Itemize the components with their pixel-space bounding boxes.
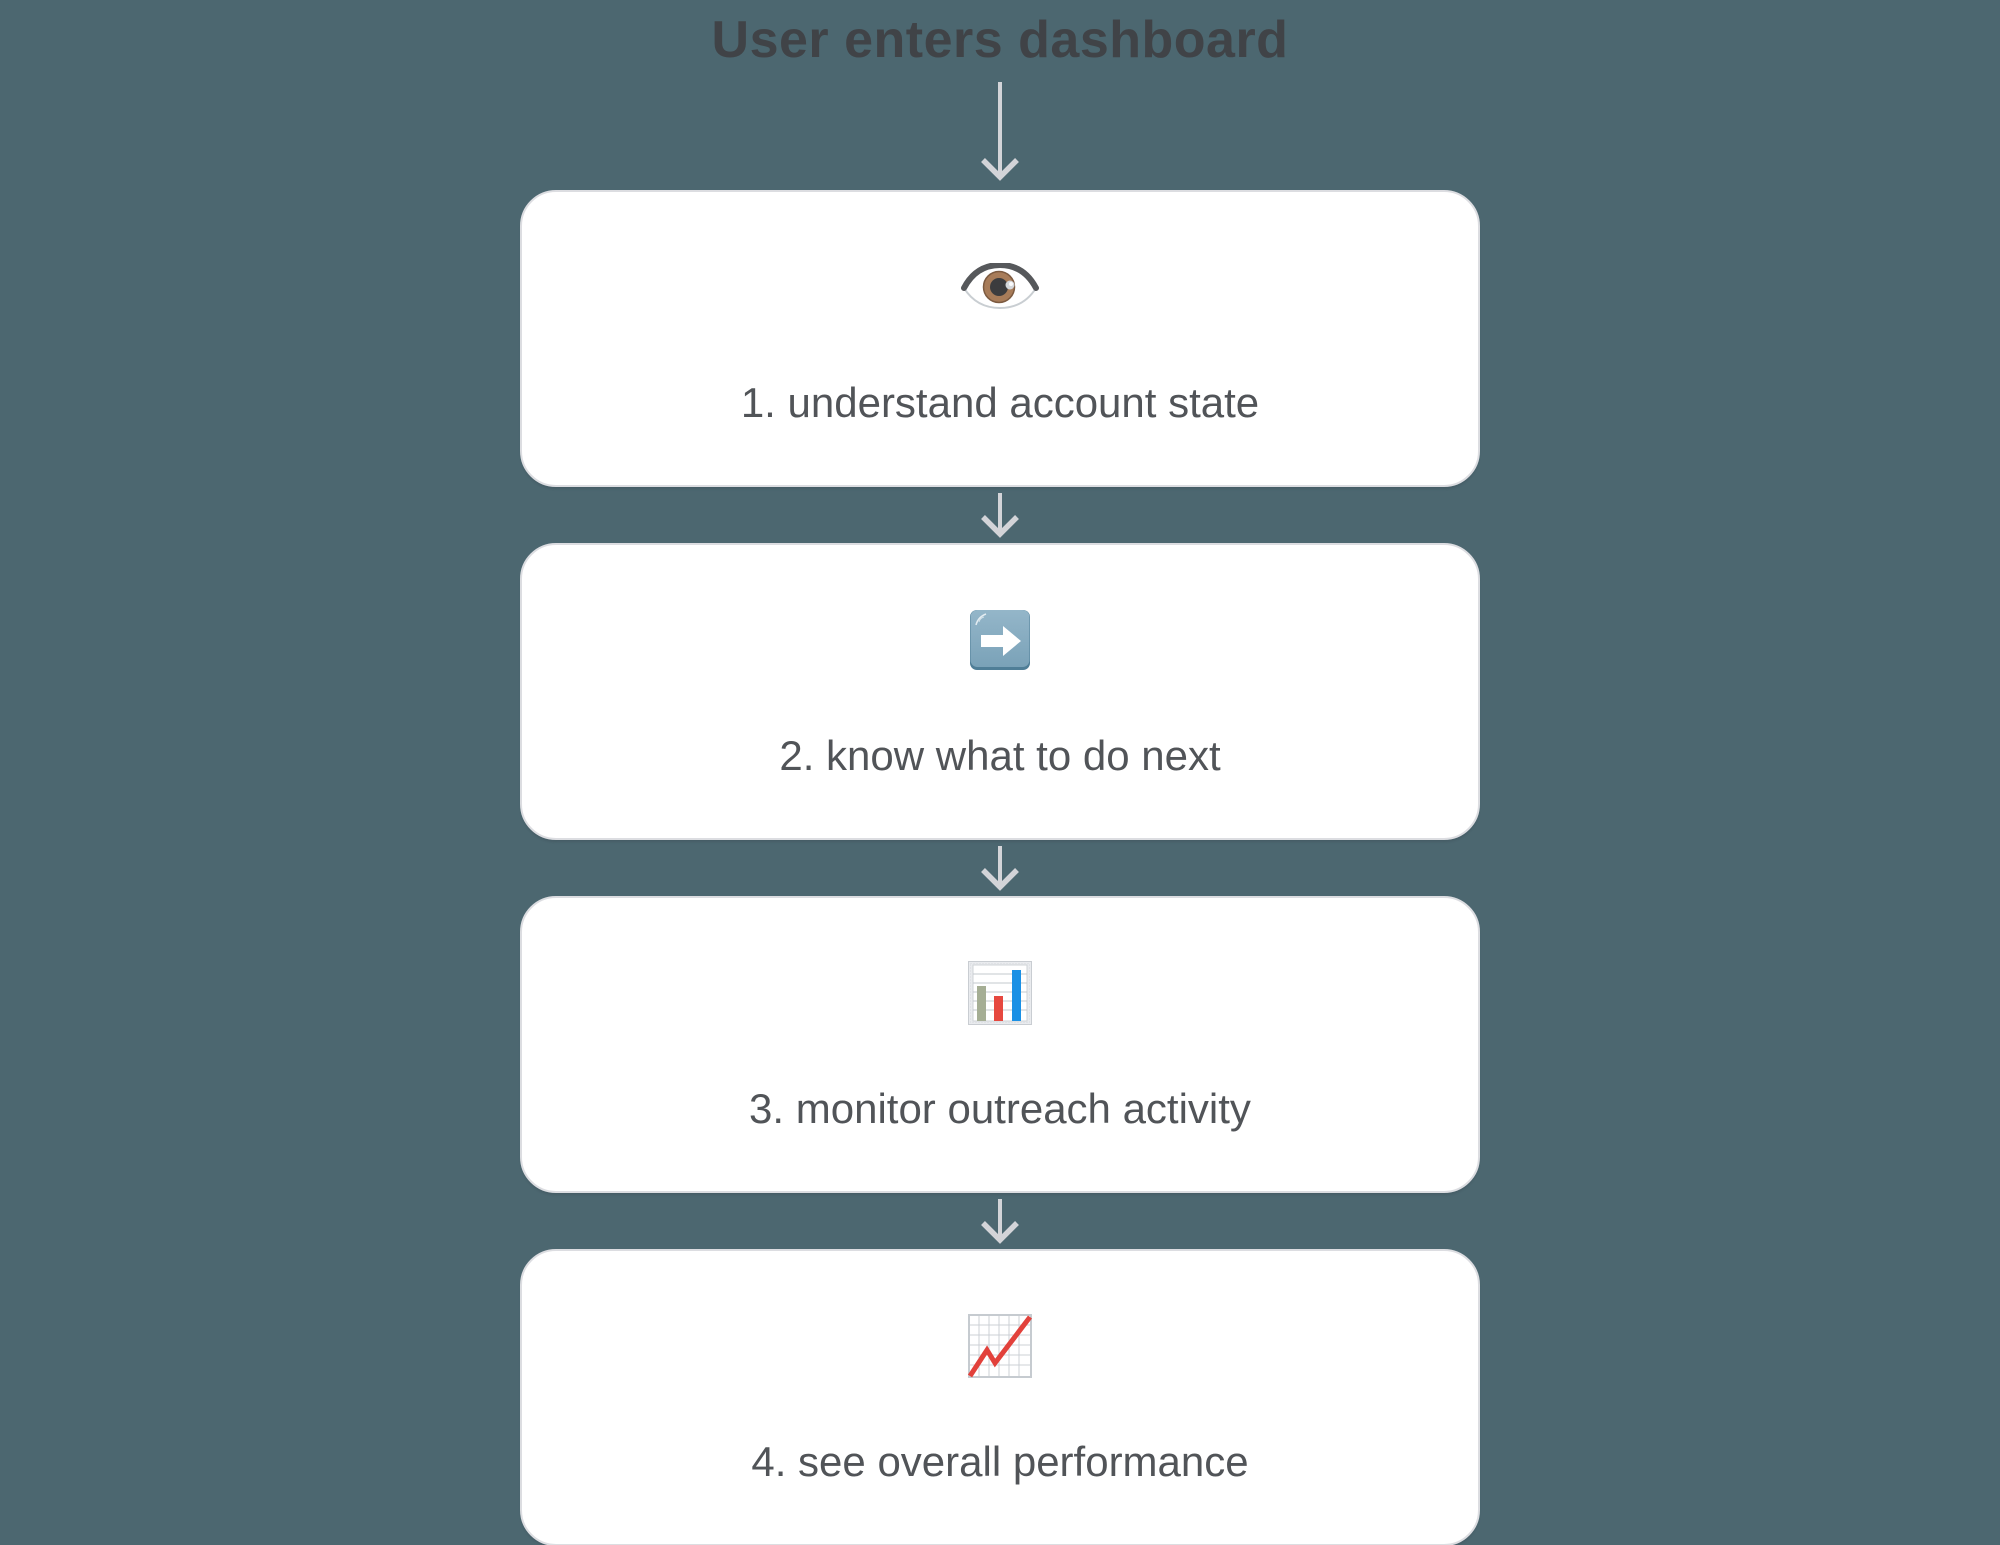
down-arrow-connector: [981, 846, 1019, 891]
step-label: 1. understand account state: [740, 379, 1260, 426]
bar-chart-emoji-icon: [968, 961, 1032, 1025]
step-card-3: 3. monitor outreach activity: [520, 896, 1480, 1193]
step-label: 4. see overall performance: [751, 1438, 1249, 1485]
step-card-1: 1. understand account state: [520, 190, 1480, 487]
step-card-4: 4. see overall performance: [520, 1249, 1480, 1545]
down-arrow-connector: [981, 493, 1019, 538]
step-label: 2. know what to do next: [779, 732, 1221, 779]
chart-increasing-emoji-icon: [968, 1314, 1032, 1378]
step-card-2: 2. know what to do next: [520, 543, 1480, 840]
right-arrow-emoji-icon: [969, 608, 1031, 672]
flow-title: User enters dashboard: [711, 11, 1289, 69]
down-arrow-connector: [981, 1199, 1019, 1244]
eye-emoji-icon: [961, 255, 1039, 319]
down-arrow-connector: [981, 82, 1019, 181]
step-label: 3. monitor outreach activity: [749, 1085, 1251, 1132]
